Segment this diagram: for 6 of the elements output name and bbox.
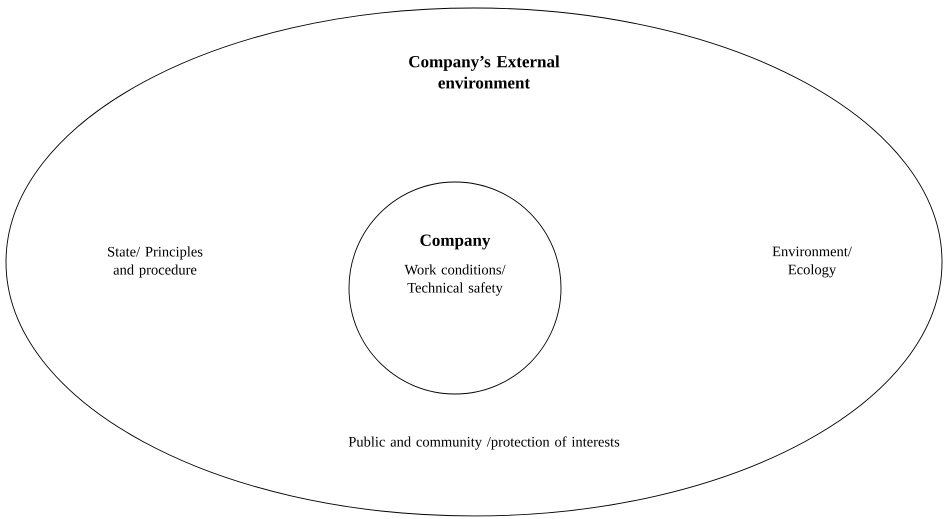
region-label: Public and community /protection of interests bbox=[348, 436, 620, 450]
heading: Company bbox=[420, 234, 490, 250]
region-label: Work conditions/ Technical safety bbox=[404, 264, 506, 296]
region-label: State/ Principles and procedure bbox=[108, 246, 202, 278]
heading: Company’s External environment bbox=[409, 55, 560, 89]
region-label: Environment/ Ecology bbox=[772, 246, 852, 278]
